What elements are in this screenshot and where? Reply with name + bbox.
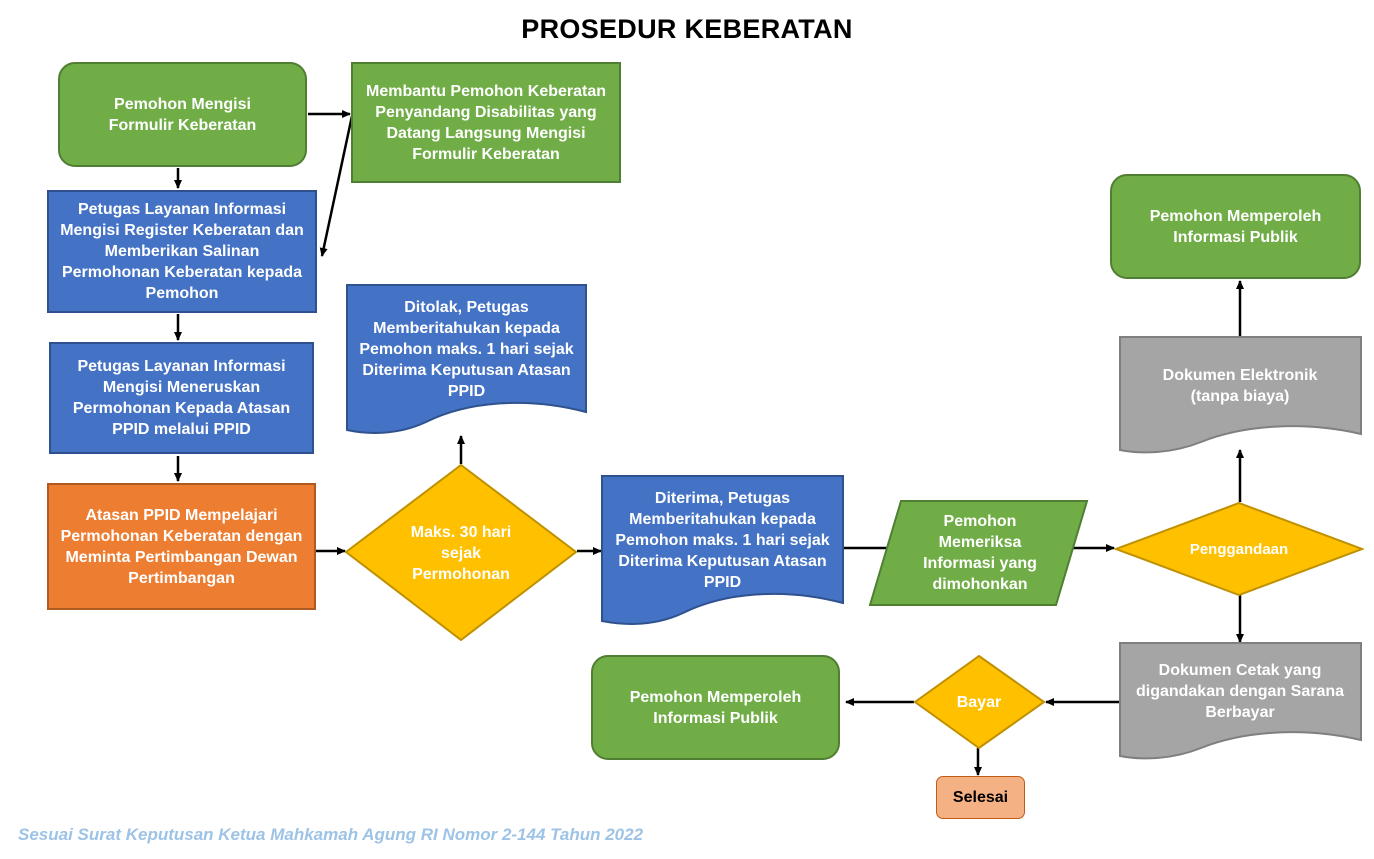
decision-penggandaan-label: Penggandaan: [1189, 540, 1289, 558]
doc-diterima-shape: [601, 475, 844, 625]
node-petugas-register-label: Petugas Layanan Informasi Mengisi Regist…: [60, 201, 304, 302]
doc-diterima-label: Diterima, Petugas Memberitahukan kepada …: [615, 489, 830, 591]
doc-cetak-shape: [1119, 642, 1362, 760]
arrow-membantu-to-register: [319, 115, 354, 257]
doc-cetak-label: Dokumen Cetak yang digandakan dengan Sar…: [1135, 661, 1345, 721]
node-pemohon-memperoleh-1-label: Pemohon Memperoleh Informasi Publik: [1149, 207, 1322, 246]
node-petugas-meneruskan: Petugas Layanan Informasi Mengisi Meneru…: [49, 342, 314, 454]
decision-bayar-label: Bayar: [956, 693, 1002, 711]
decision-penggandaan-diamond: [1114, 502, 1364, 596]
node-atasan-ppid-label: Atasan PPID Mempelajari Permohonan Keber…: [60, 506, 303, 587]
doc-elektronik-shape: [1119, 336, 1362, 454]
page-title: PROSEDUR KEBERATAN: [521, 14, 853, 44]
node-pemohon-memperoleh-2: Pemohon Memperoleh Informasi Publik: [591, 655, 840, 760]
doc-elektronik-label: Dokumen Elektronik (tanpa biaya): [1162, 367, 1318, 405]
node-membantu-pemohon-label: Membantu Pemohon Keberatan Penyandang Di…: [365, 82, 607, 163]
node-selesai-label: Selesai: [952, 789, 1009, 806]
decision-bayar-diamond: [913, 655, 1046, 749]
io-pemohon-memeriksa-label: Pemohon Memeriksa Informasi yang dimohon…: [923, 513, 1037, 593]
node-petugas-meneruskan-label: Petugas Layanan Informasi Mengisi Meneru…: [72, 358, 291, 438]
decision-maks-30-label: Maks. 30 hari sejak Permohonan: [410, 523, 512, 583]
node-pemohon-memperoleh-2-label: Pemohon Memperoleh Informasi Publik: [629, 688, 802, 727]
decision-maks-30-diamond: [345, 464, 577, 641]
node-atasan-ppid: Atasan PPID Mempelajari Permohonan Keber…: [47, 483, 316, 610]
node-pemohon-mengisi-label: Pemohon Mengisi Formulir Keberatan: [108, 95, 257, 134]
node-selesai: Selesai: [936, 776, 1025, 819]
node-membantu-pemohon: Membantu Pemohon Keberatan Penyandang Di…: [351, 62, 621, 183]
io-pemohon-memeriksa-shape: [869, 500, 1089, 606]
node-pemohon-mengisi: Pemohon Mengisi Formulir Keberatan: [58, 62, 307, 167]
footer-note: Sesuai Surat Keputusan Ketua Mahkamah Ag…: [18, 825, 644, 844]
doc-ditolak-shape: [346, 284, 587, 434]
node-pemohon-memperoleh-1: Pemohon Memperoleh Informasi Publik: [1110, 174, 1361, 279]
node-petugas-register: Petugas Layanan Informasi Mengisi Regist…: [47, 190, 317, 313]
doc-ditolak-label: Ditolak, Petugas Memberitahukan kepada P…: [359, 298, 574, 400]
